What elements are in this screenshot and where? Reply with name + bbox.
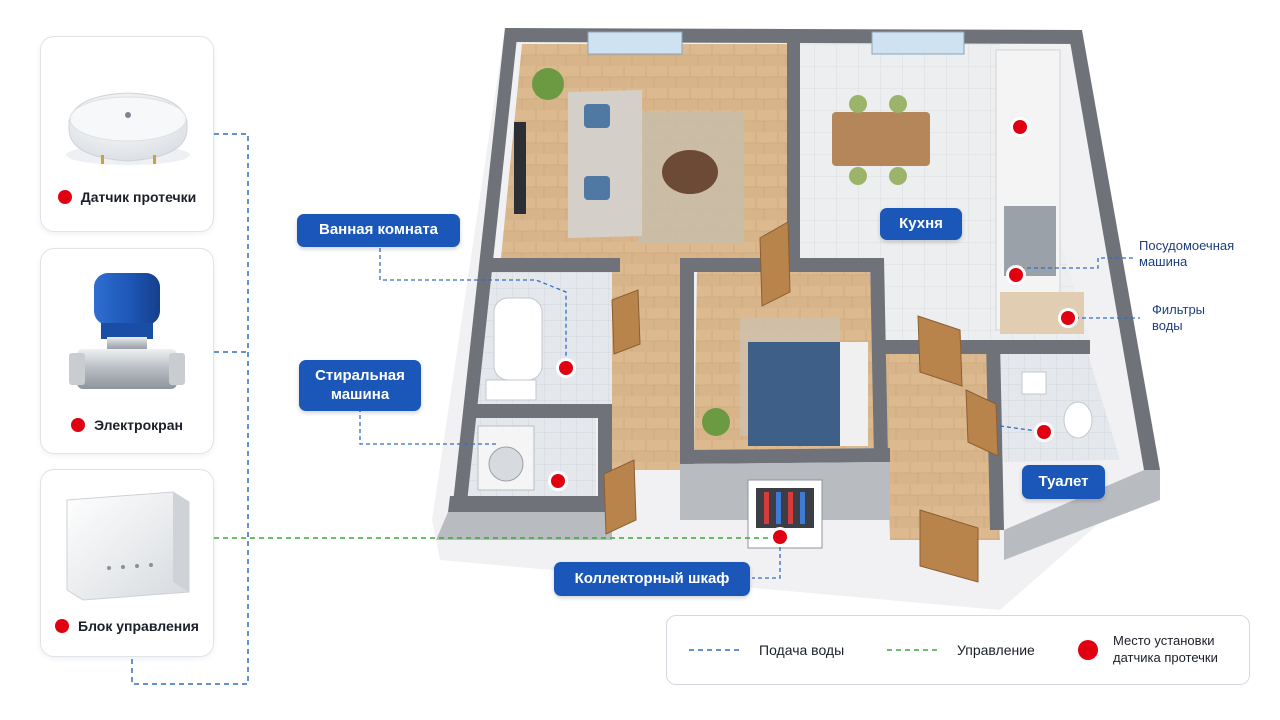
living-room-furniture	[514, 68, 744, 244]
sensor-marker-icon	[770, 527, 790, 547]
legend-control: Управление	[957, 642, 1035, 658]
leak-sensor-markers	[548, 117, 1078, 547]
toilet-fixtures	[1021, 371, 1093, 439]
zone-label-water-filters: Фильтры воды	[1152, 302, 1206, 334]
device-card-valve: Электрокран	[40, 248, 214, 454]
sensor-marker-icon	[1010, 117, 1030, 137]
zone-label-bathroom: Ванная комната	[297, 214, 460, 247]
sensor-marker-icon	[1078, 640, 1098, 660]
device-label-valve: Электрокран	[94, 417, 183, 433]
bedroom-furniture	[702, 318, 868, 446]
legend: Подача воды Управление Место установки д…	[666, 615, 1250, 685]
control-unit-icon	[66, 491, 190, 601]
washing-machine	[477, 425, 535, 491]
sensor-marker-icon	[1006, 265, 1026, 285]
kitchen-furniture	[832, 49, 1084, 334]
sensor-marker-icon	[556, 358, 576, 378]
device-label-control-unit: Блок управления	[78, 618, 199, 634]
sensor-marker-icon	[55, 619, 70, 633]
bathroom-fixtures	[485, 297, 543, 401]
windows	[587, 31, 965, 55]
sensor-marker-icon	[548, 471, 568, 491]
sensor-marker-icon	[57, 190, 72, 204]
walls	[448, 28, 1160, 530]
motorized-valve-icon	[69, 273, 185, 389]
device-card-leak-sensor: Датчик протечки	[40, 36, 214, 232]
water-supply-bracket	[131, 133, 249, 685]
zone-label-dishwasher: Посудомоечная машина	[1139, 238, 1235, 270]
doors	[603, 221, 999, 583]
device-label-leak-sensor: Датчик протечки	[80, 189, 197, 205]
legend-swatches	[689, 640, 1098, 660]
zone-label-toilet: Туалет	[1022, 465, 1105, 499]
leak-sensor-icon	[66, 92, 190, 165]
floor-hallway	[612, 262, 1000, 540]
sensor-marker-icon	[1058, 308, 1078, 328]
device-card-control-unit: Блок управления	[40, 469, 214, 657]
zone-label-manifold-cabinet: Коллекторный шкаф	[554, 562, 750, 596]
legend-sensor-location: Место установки датчика протечки	[1113, 633, 1218, 665]
sensor-marker-icon	[71, 418, 86, 432]
legend-water-supply: Подача воды	[759, 642, 845, 658]
zone-label-kitchen: Кухня	[880, 208, 962, 240]
zone-label-washing-machine: Стиральная машина	[299, 360, 421, 411]
sensor-marker-icon	[1034, 422, 1054, 442]
